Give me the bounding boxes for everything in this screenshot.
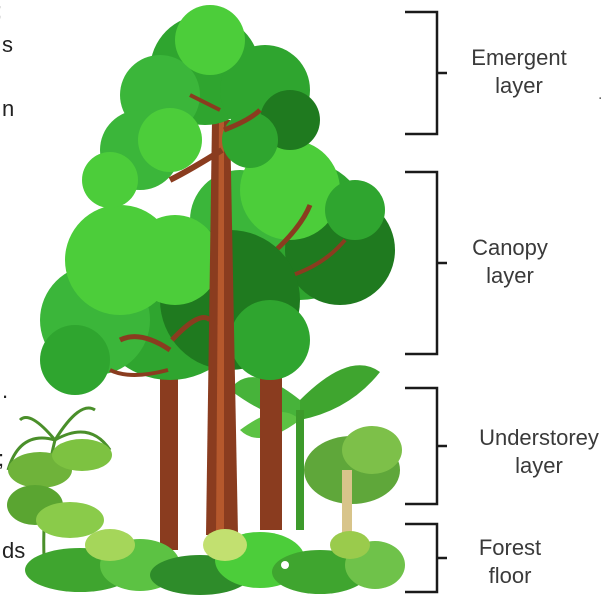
label-emergent-line1: Emergent bbox=[460, 44, 578, 72]
forest-floor-plants bbox=[25, 529, 405, 595]
label-forest-floor-line2: floor bbox=[470, 562, 550, 590]
bracket-canopy bbox=[405, 172, 447, 354]
label-forest-floor: Forest floor bbox=[470, 534, 550, 590]
label-emergent-layer: Emergent layer bbox=[460, 44, 578, 100]
label-understorey-line2: layer bbox=[468, 452, 610, 480]
label-understorey-layer: Understorey layer bbox=[468, 424, 610, 480]
layer-brackets bbox=[405, 12, 447, 592]
bracket-understorey bbox=[405, 388, 447, 504]
label-emergent-line2: layer bbox=[460, 72, 578, 100]
label-canopy-layer: Canopy layer bbox=[458, 234, 562, 290]
bracket-forest-floor bbox=[405, 524, 447, 592]
label-canopy-line2: layer bbox=[458, 262, 562, 290]
label-understorey-line1: Understorey bbox=[468, 424, 610, 452]
bracket-emergent bbox=[405, 12, 447, 134]
label-forest-floor-line1: Forest bbox=[470, 534, 550, 562]
label-canopy-line1: Canopy bbox=[458, 234, 562, 262]
